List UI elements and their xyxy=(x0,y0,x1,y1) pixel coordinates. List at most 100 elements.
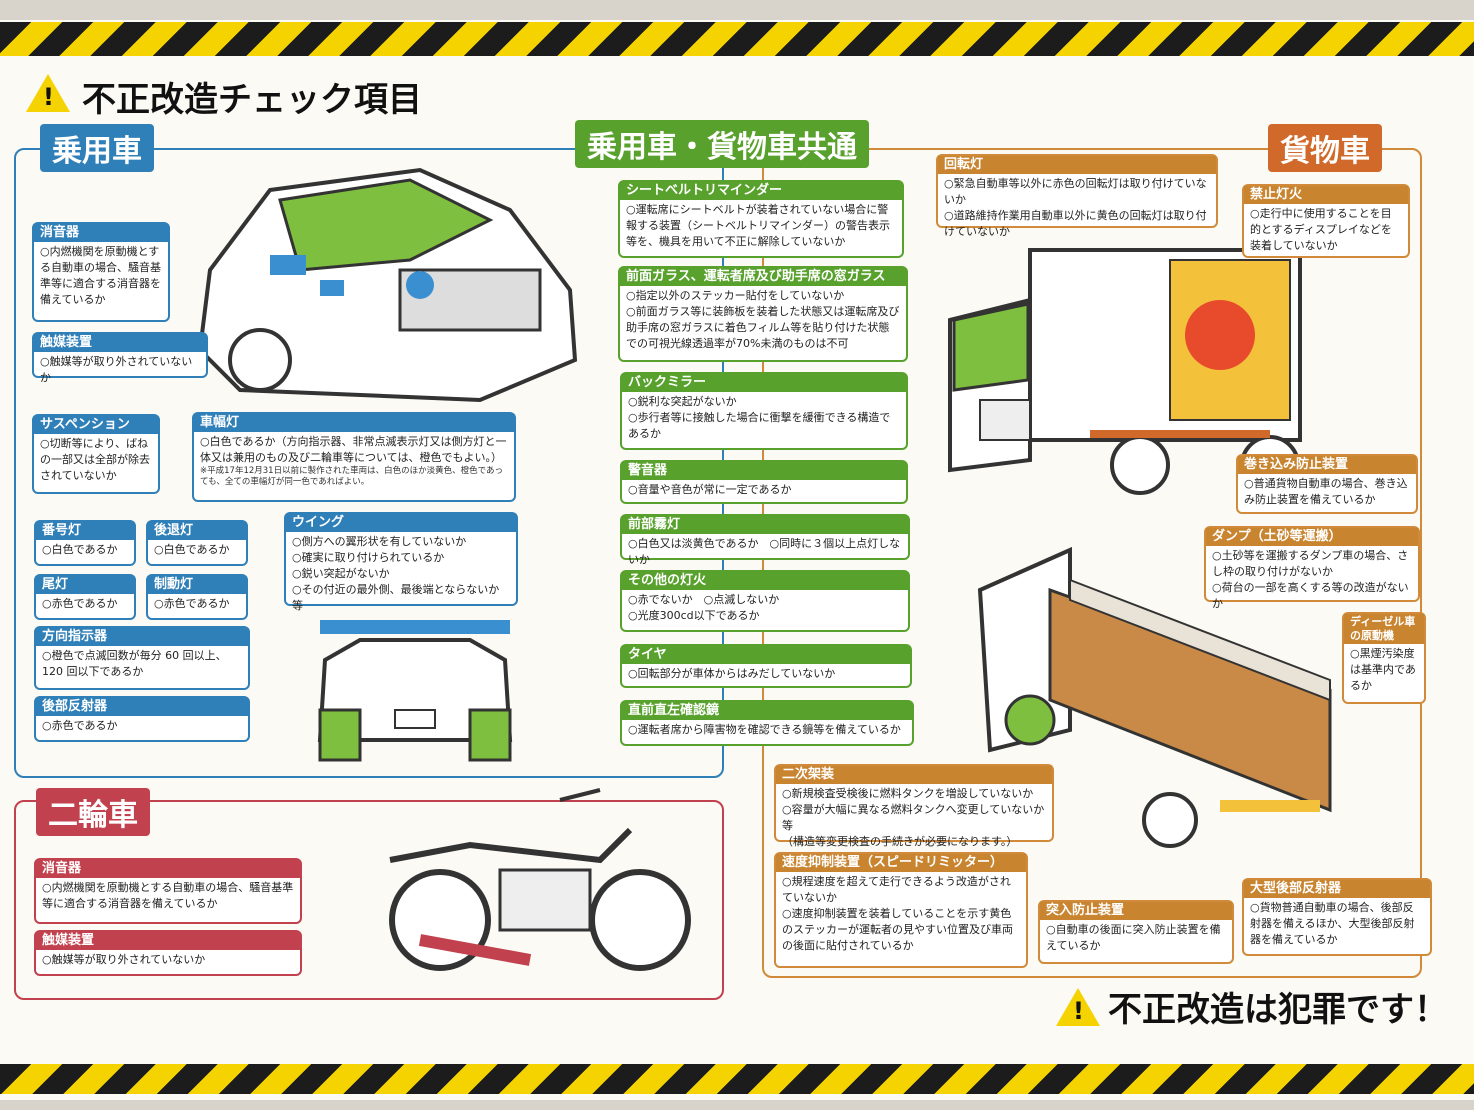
box-title: 後退灯 xyxy=(148,522,246,540)
box-line: ○確実に取り付けられているか xyxy=(292,551,445,564)
box-title: 触媒装置 xyxy=(34,334,206,352)
truck-speed-limiter-box: 速度抑制装置（スピードリミッター） ○規程速度を超えて走行できるよう改造がされて… xyxy=(774,852,1028,968)
car-reverse-lamp-box: 後退灯 ○白色であるか xyxy=(146,520,248,566)
box-title: 方向指示器 xyxy=(36,628,248,646)
box-title: 車幅灯 xyxy=(194,414,514,432)
common-other-lamps-box: その他の灯火 ○赤でないか ○点滅しないか ○光度300cd以下であるか xyxy=(620,570,910,632)
car-catalyst-box: 触媒装置 ○触媒等が取り外されていないか xyxy=(32,332,208,384)
box-line: ○道路維持作業用自動車以外に黄色の回転灯は取り付けていないか xyxy=(944,209,1207,238)
box-text: ○赤色であるか xyxy=(42,719,118,732)
box-title: 警音器 xyxy=(622,462,906,480)
box-title: 前部霧灯 xyxy=(622,516,908,534)
box-line: ○側方への翼形状を有していないか xyxy=(292,535,467,548)
truck-prohibited-lamp-box: 禁止灯火 ○走行中に使用することを目的とするディスプレイなどを装着していないか xyxy=(1242,184,1410,258)
car-tail-lamp-box: 尾灯 ○赤色であるか xyxy=(34,574,136,620)
box-title: バックミラー xyxy=(622,374,906,392)
box-line: ○新規検査受検後に燃料タンクを増設していないか xyxy=(782,787,1034,800)
truck-section-label: 貨物車 xyxy=(1268,124,1382,172)
truck-large-reflector-box: 大型後部反射器 ○貨物普通自動車の場合、後部反射器を備えるほか、大型後部反射器を… xyxy=(1242,878,1432,956)
box-title: 禁止灯火 xyxy=(1244,186,1408,204)
box-line: （構造等変更検査の手続きが必要になります。） xyxy=(782,835,1018,848)
box-title: 大型後部反射器 xyxy=(1244,880,1430,898)
box-title: その他の灯火 xyxy=(622,572,908,590)
warning-icon xyxy=(1056,988,1100,1026)
sedan-rear-illustration xyxy=(317,620,513,762)
common-fog-lamp-box: 前部霧灯 ○白色又は淡黄色であるか ○同時に３個以上点灯しないか xyxy=(620,514,910,566)
car-plate-lamp-box: 番号灯 ○白色であるか xyxy=(34,520,136,566)
box-line: ○鋭い突起がないか xyxy=(292,567,390,580)
box-line: ○鋭利な突起がないか xyxy=(628,395,737,408)
car-suspension-box: サスペンション ○切断等により、ばねの一部又は全部が除去されていないか xyxy=(32,414,160,494)
motorcycle-section xyxy=(14,800,724,1000)
common-tire-box: タイヤ ○回転部分が車体からはみだしていないか xyxy=(620,644,912,688)
box-title: 番号灯 xyxy=(36,522,134,540)
box-text: ○内燃機関を原動機とする自動車の場合、騒音基準等に適合する消音器を備えているか xyxy=(40,245,161,306)
box-line: ○その付近の最外側、最後端とならないか 等 xyxy=(292,583,500,612)
box-text: ○貨物普通自動車の場合、後部反射器を備えるほか、大型後部反射器を備えているか xyxy=(1250,901,1415,946)
car-section-label: 乗用車 xyxy=(40,124,154,172)
box-text: ○触媒等が取り外されていないか xyxy=(40,355,193,384)
box-text: ○自動車の後面に突入防止装置を備えているか xyxy=(1046,923,1221,952)
box-line: ○規程速度を超えて走行できるよう改造がされていないか xyxy=(782,875,1011,904)
box-note: ※平成17年12月31日以前に製作された車両は、白色のほか淡黄色、橙色であっても… xyxy=(200,466,503,487)
box-text: ○運転席にシートベルトが装着されていない場合に警報する装置（シートベルトリマイン… xyxy=(626,203,890,248)
box-text: ○白色又は淡黄色であるか ○同時に３個以上点灯しないか xyxy=(628,537,901,566)
sedan-front-illustration xyxy=(197,167,578,403)
box-text: ○走行中に使用することを目的とするディスプレイなどを装着していないか xyxy=(1250,207,1392,252)
truck-diesel-box: ディーゼル車の原動機 ○黒煙汚染度は基準内であるか xyxy=(1342,612,1426,704)
dump-truck-illustration xyxy=(977,546,1332,848)
box-text: ○赤色であるか xyxy=(42,597,118,610)
box-line: ○容量が大幅に異なる燃料タンクへ変更していないか 等 xyxy=(782,803,1045,832)
truck-underrun-box: 突入防止装置 ○自動車の後面に突入防止装置を備えているか xyxy=(1038,900,1234,964)
box-line: ○赤でないか ○点滅しないか xyxy=(628,593,780,606)
box-title: 後部反射器 xyxy=(36,698,248,716)
box-title: 二次架装 xyxy=(776,766,1052,784)
common-section-label: 乗用車・貨物車共通 xyxy=(575,120,869,168)
hazard-stripe-bottom xyxy=(0,1064,1474,1094)
box-text: ○赤色であるか xyxy=(154,597,230,610)
warning-icon xyxy=(26,74,70,112)
box-text: ○触媒等が取り外されていないか xyxy=(42,953,206,966)
box-line: ○緊急自動車等以外に赤色の回転灯は取り付けていないか xyxy=(944,177,1207,206)
box-title: サスペンション xyxy=(34,416,158,434)
car-wing-box: ウイング ○側方への翼形状を有していないか ○確実に取り付けられているか ○鋭い… xyxy=(284,512,518,612)
car-rear-reflector-box: 後部反射器 ○赤色であるか xyxy=(34,696,250,742)
footer-slogan: 不正改造は犯罪です！ xyxy=(1108,990,1448,1030)
box-title: 突入防止装置 xyxy=(1040,902,1232,920)
box-line: ○光度300cd以下であるか xyxy=(628,609,760,622)
box-text: ○運転者席から障害物を確認できる鏡等を備えているか xyxy=(628,723,901,736)
box-title: タイヤ xyxy=(622,646,910,664)
box-line: ○前面ガラス等に装飾板を装着した状態又は運転席及び助手席の窓ガラスに着色フィルム… xyxy=(626,305,900,350)
truck-fuel-box: 二次架装 ○新規検査受検後に燃料タンクを増設していないか ○容量が大幅に異なる燃… xyxy=(774,764,1054,848)
truck-guard-box: 巻き込み防止装置 ○普通貨物自動車の場合、巻き込み防止装置を備えているか xyxy=(1236,454,1418,514)
box-truck-illustration xyxy=(948,248,1302,495)
box-title: 消音器 xyxy=(34,224,168,242)
box-line: ○荷台の一部を高くする等の改造がないか xyxy=(1212,581,1409,610)
box-text: ○白色であるか xyxy=(42,543,118,556)
page-title: 不正改造チェック項目 xyxy=(82,80,422,120)
car-turn-signal-box: 方向指示器 ○橙色で点滅回数が毎分 60 回以上、120 回以下であるか xyxy=(34,626,250,690)
hazard-stripe-top xyxy=(0,22,1474,56)
box-title: 前面ガラス、運転者席及び助手席の窓ガラス xyxy=(620,268,906,286)
box-text: ○白色であるか（方向指示器、非常点滅表示灯又は側方灯と一体又は兼用のもの及び二輪… xyxy=(200,435,507,464)
box-title: 巻き込み防止装置 xyxy=(1238,456,1416,474)
box-title: 制動灯 xyxy=(148,576,246,594)
common-horn-box: 警音器 ○音量や音色が常に一定であるか xyxy=(620,460,908,504)
moto-muffler-box: 消音器 ○内燃機関を原動機とする自動車の場合、騒音基準等に適合する消音器を備えて… xyxy=(34,858,302,924)
box-title: 消音器 xyxy=(36,860,300,878)
truck-section xyxy=(762,148,1422,978)
box-text: ○白色であるか xyxy=(154,543,230,556)
box-title: シートベルトリマインダー xyxy=(620,182,902,200)
car-width-lamp-box: 車幅灯 ○白色であるか（方向指示器、非常点滅表示灯又は側方灯と一体又は兼用のもの… xyxy=(192,412,516,502)
box-title: 回転灯 xyxy=(938,156,1216,174)
common-glass-box: 前面ガラス、運転者席及び助手席の窓ガラス ○指定以外のステッカー貼付をしていない… xyxy=(618,266,908,362)
box-title: ウイング xyxy=(286,514,516,532)
box-title: 尾灯 xyxy=(36,576,134,594)
box-line: ○指定以外のステッカー貼付をしていないか xyxy=(626,289,845,302)
box-title: 触媒装置 xyxy=(36,932,300,950)
truck-dump-box: ダンプ（土砂等運搬） ○土砂等を運搬するダンプ車の場合、さし枠の取り付けがないか… xyxy=(1204,526,1420,610)
common-left-mirror-box: 直前直左確認鏡 ○運転者席から障害物を確認できる鏡等を備えているか xyxy=(620,700,914,746)
motorcycle-section-label: 二輪車 xyxy=(36,788,150,836)
box-line: ○速度抑制装置を装着していることを示す黄色のステッカーが運転者の見やすい位置及び… xyxy=(782,907,1013,952)
box-title: 速度抑制装置（スピードリミッター） xyxy=(776,854,1026,872)
